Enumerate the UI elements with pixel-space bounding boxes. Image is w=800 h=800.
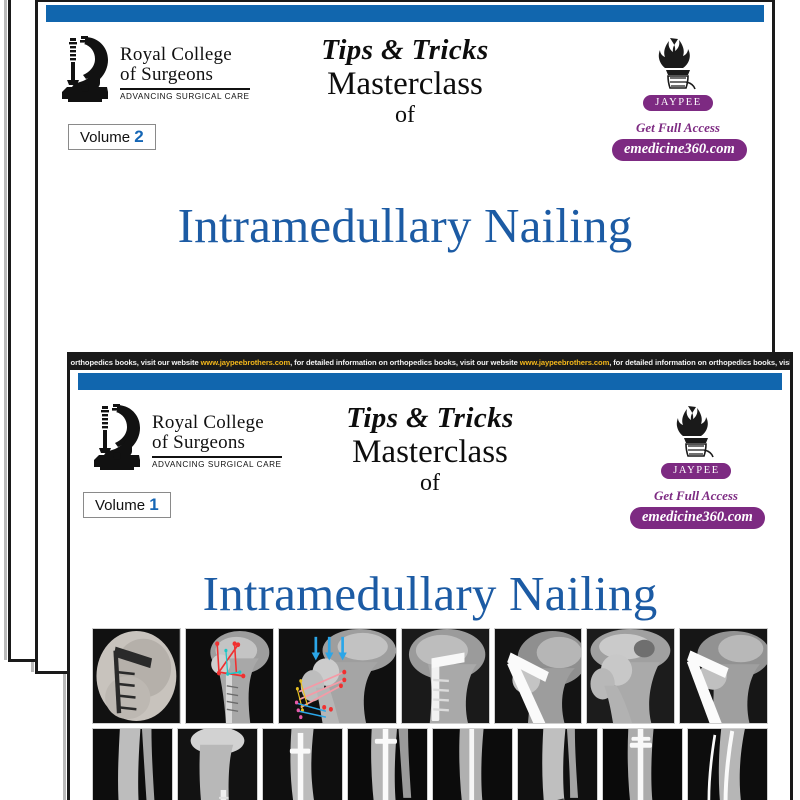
tibia-nail-full-length-xray bbox=[432, 727, 513, 800]
rcs-line1: Royal College bbox=[152, 412, 264, 434]
series-of: of bbox=[395, 102, 415, 129]
get-full-access-label: Get Full Access bbox=[653, 487, 738, 503]
ad-strip-volume-2: edics books, visit our website www.jaype… bbox=[38, 0, 772, 2]
get-full-access-label: Get Full Access bbox=[635, 119, 720, 135]
hip-arrows-annotated-xray bbox=[277, 627, 397, 724]
jaypee-badge: JAYPEE bbox=[643, 95, 713, 111]
cephalomedullary-nail-xray bbox=[679, 627, 768, 724]
volume-number: 1 bbox=[149, 495, 159, 514]
emedicine360-link-pill[interactable]: emedicine360.com bbox=[612, 138, 747, 161]
rcs-logo: Royal College of Surgeons ADVANCING SURG… bbox=[48, 36, 250, 106]
rcs-tagline: ADVANCING SURGICAL CARE bbox=[120, 91, 250, 101]
series-tips-and-tricks: Tips & Tricks bbox=[321, 34, 489, 66]
tibia-nail-oblique-xray bbox=[687, 727, 768, 800]
tibia-fracture-pre-op-xray bbox=[517, 727, 598, 800]
blue-band-volume-2 bbox=[46, 5, 764, 22]
rcs-logo: Royal College of Surgeons ADVANCING SURG… bbox=[80, 404, 282, 474]
volume-badge-2[interactable]: Volume 2 bbox=[68, 124, 156, 150]
tibia-nail-ap-xray bbox=[347, 727, 428, 800]
xray-row-1 bbox=[92, 627, 768, 724]
jaypee-block[interactable]: JAYPEE Get Full Access emedicine360.com bbox=[630, 404, 780, 529]
tibia-plate-lateral-xray bbox=[177, 727, 258, 800]
jaypee-torch-icon bbox=[658, 38, 696, 90]
series-tips-and-tricks: Tips & Tricks bbox=[346, 402, 514, 434]
volume-label: Volume bbox=[95, 497, 146, 514]
rcs-line1: Royal College bbox=[120, 44, 232, 66]
ad-strip-volume-1: n orthopedics books, visit our website w… bbox=[70, 355, 790, 370]
ad-strip-text: n orthopedics books, visit our website w… bbox=[70, 357, 790, 367]
book-title-volume-1: Intramedullary Nailing bbox=[202, 565, 658, 621]
stack-shadow-left-1 bbox=[4, 0, 7, 660]
royal-college-of-surgeons-crest-icon bbox=[94, 404, 140, 470]
proximal-femur-plate-xray bbox=[400, 627, 490, 724]
hip-fracture-ap-xray bbox=[586, 627, 676, 724]
proximal-femur-nail-lateral-xray bbox=[493, 627, 583, 724]
volume-label: Volume bbox=[80, 129, 131, 146]
xray-row-2 bbox=[92, 727, 768, 800]
volume-number: 2 bbox=[134, 127, 144, 146]
emedicine360-link-pill[interactable]: emedicine360.com bbox=[630, 506, 765, 529]
series-title-block: Tips & Tricks Masterclass of bbox=[80, 402, 780, 498]
rcs-tagline: ADVANCING SURGICAL CARE bbox=[152, 459, 282, 469]
jaypee-badge: JAYPEE bbox=[661, 463, 731, 479]
series-masterclass: Masterclass bbox=[327, 66, 483, 102]
volume-badge-1[interactable]: Volume 1 bbox=[83, 492, 171, 518]
series-title-block: Tips & Tricks Masterclass of bbox=[48, 34, 762, 130]
rcs-line2: of Surgeons bbox=[120, 64, 214, 86]
rcs-divider bbox=[120, 88, 250, 90]
tibia-nail-post-op-xray bbox=[602, 727, 683, 800]
rcs-divider bbox=[152, 456, 282, 458]
hip-fluoroscopy-plate-xray bbox=[92, 627, 181, 724]
rcs-line2: of Surgeons bbox=[152, 432, 246, 454]
jaypee-block[interactable]: JAYPEE Get Full Access emedicine360.com bbox=[612, 36, 762, 161]
xray-montage bbox=[80, 627, 780, 800]
series-masterclass: Masterclass bbox=[352, 434, 508, 470]
ankle-nail-fixation-xray bbox=[262, 727, 343, 800]
book-cover-volume-1[interactable]: n orthopedics books, visit our website w… bbox=[67, 352, 793, 800]
blue-band-volume-1 bbox=[78, 373, 782, 390]
jaypee-torch-icon bbox=[676, 406, 714, 458]
series-of: of bbox=[420, 470, 440, 497]
hip-measurement-annotated-xray bbox=[184, 627, 274, 724]
royal-college-of-surgeons-crest-icon bbox=[62, 36, 108, 102]
tibia-fracture-ap-xray bbox=[92, 727, 173, 800]
book-title-volume-2: Intramedullary Nailing bbox=[177, 197, 633, 253]
